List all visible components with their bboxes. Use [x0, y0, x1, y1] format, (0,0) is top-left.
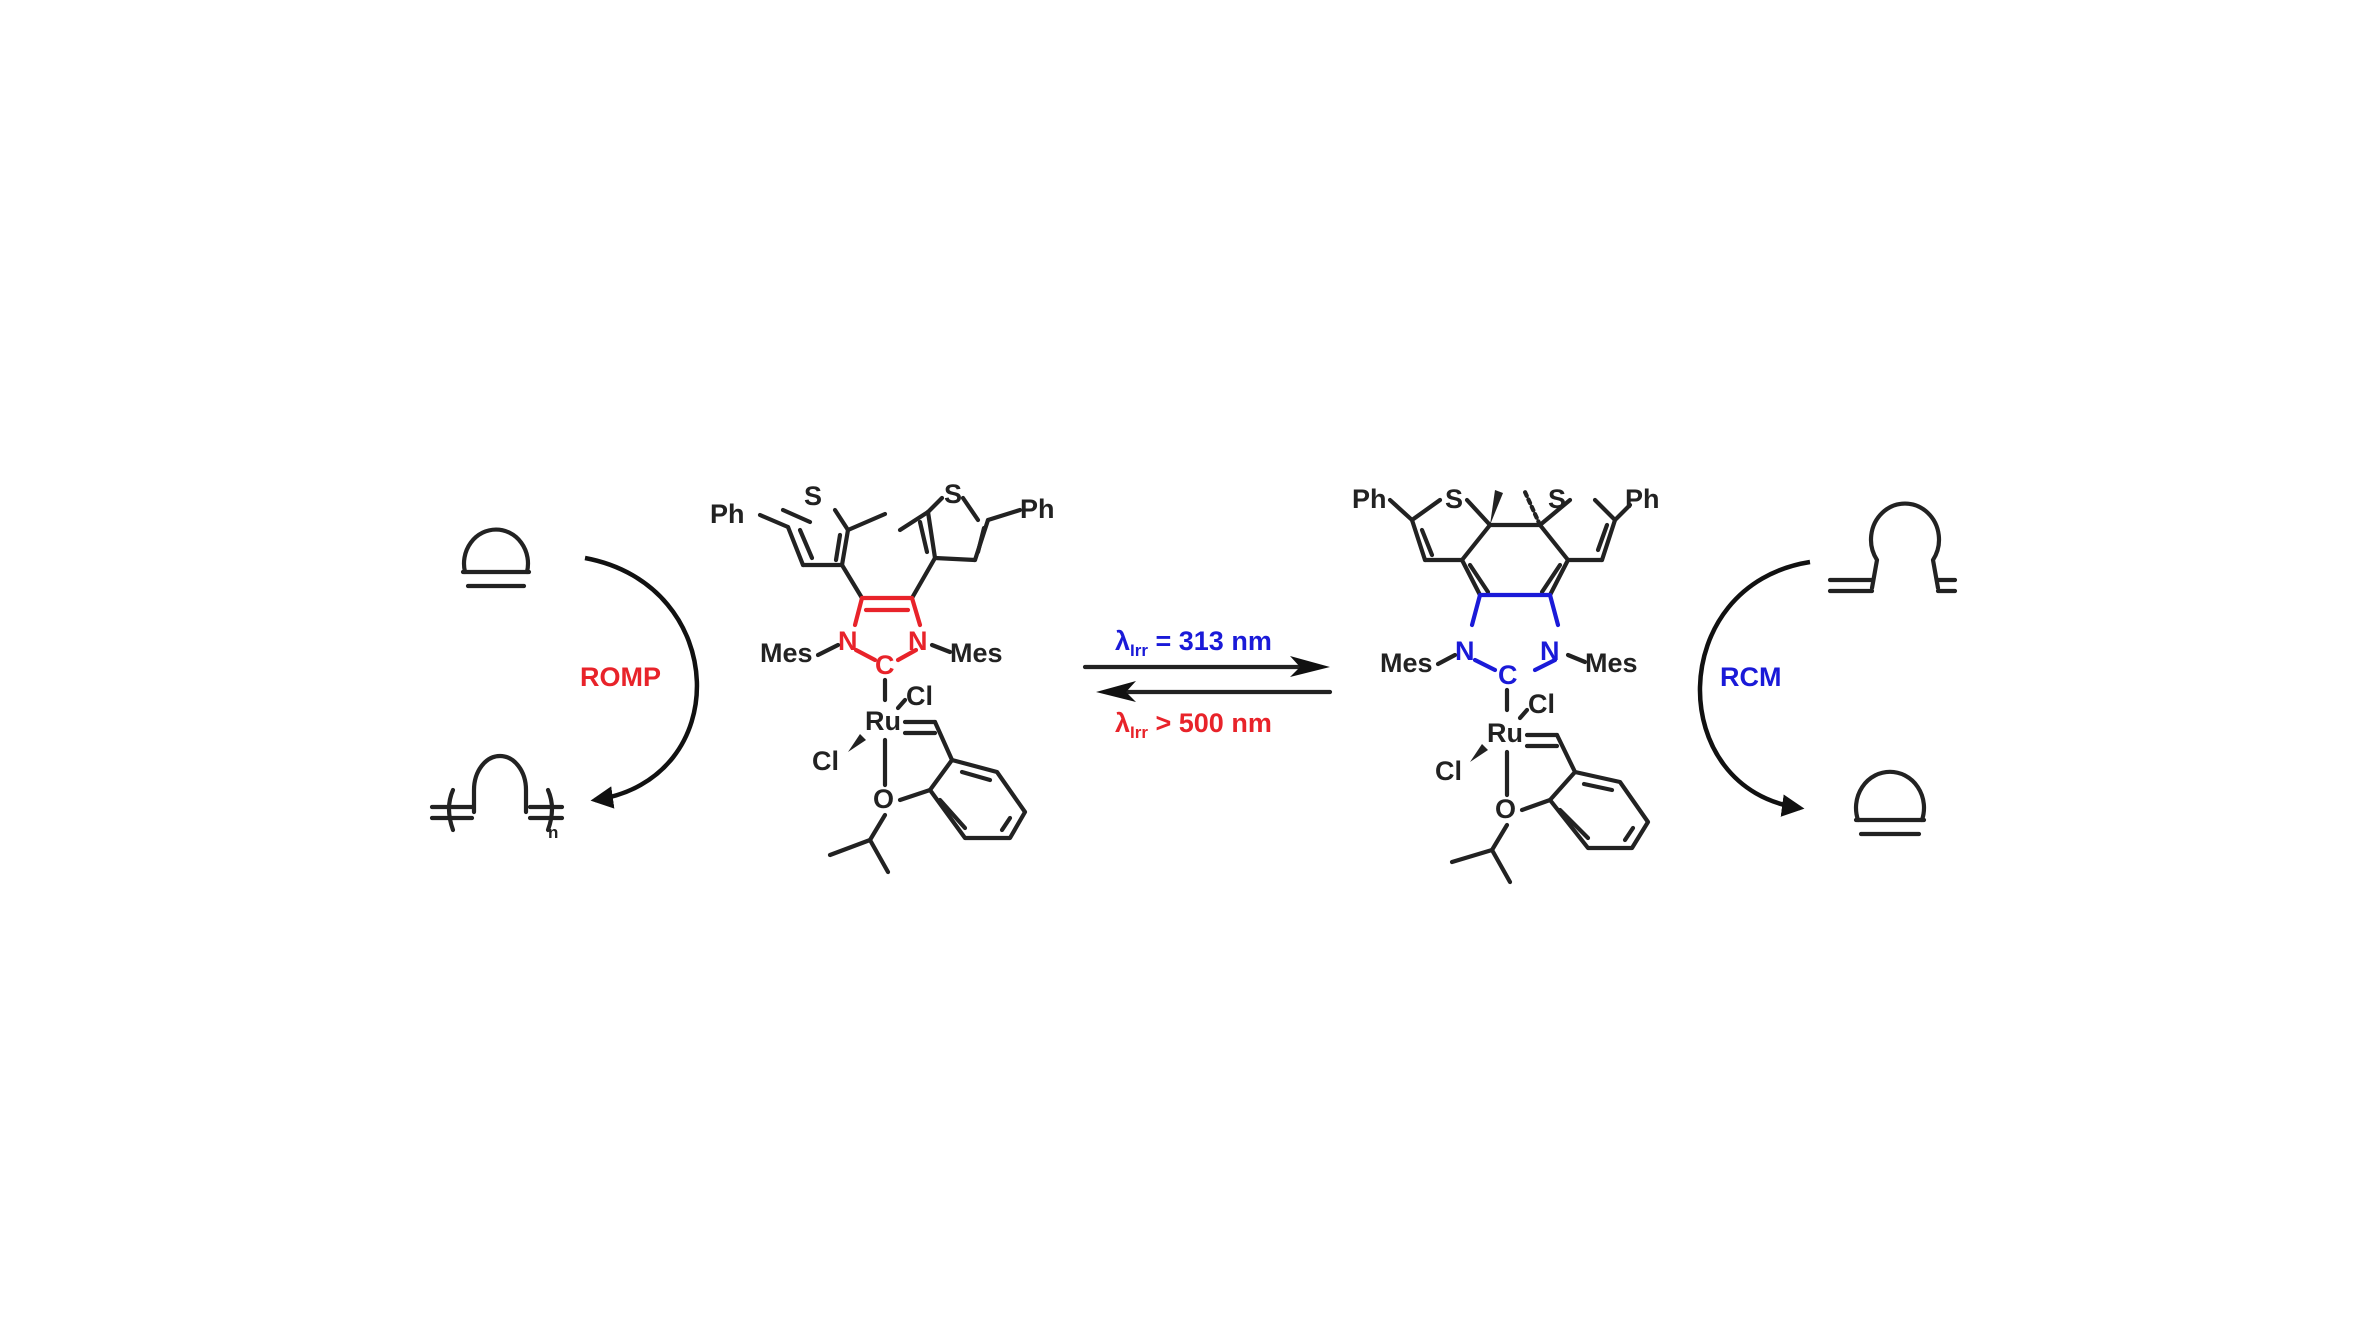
open-carbene-c: C	[875, 650, 895, 680]
open-mes-left: Mes	[760, 638, 813, 668]
closed-form-complex: Ph S S Ph N	[1352, 484, 1660, 885]
open-cl-bottom: Cl	[812, 746, 839, 776]
left-thiophene: S Ph	[710, 481, 888, 568]
closed-carbene-c: C	[1498, 660, 1518, 690]
closed-carbene-ring: N N C	[1455, 592, 1561, 690]
cyclic-olefin-monomer	[460, 527, 532, 589]
closed-ru: Ru	[1487, 718, 1523, 748]
rcm-label: RCM	[1720, 662, 1782, 692]
closed-cl-top: Cl	[1528, 689, 1555, 719]
open-carbene-ring: N N C	[838, 595, 928, 680]
closed-cl-bottom: Cl	[1435, 756, 1462, 786]
reverse-condition: λIrr > 500 nm	[1115, 708, 1272, 742]
closed-mes-left: Mes	[1380, 648, 1433, 678]
forward-condition: λIrr = 313 nm	[1115, 626, 1272, 660]
open-ph-left: Ph	[710, 499, 745, 529]
rcm-cycle: RCM	[1697, 501, 1958, 837]
closed-ph-left: Ph	[1352, 484, 1387, 514]
romp-polymer: n	[429, 753, 565, 842]
closed-ph-right: Ph	[1625, 484, 1660, 514]
open-n-right: N	[908, 626, 928, 656]
open-s-right: S	[944, 479, 962, 509]
romp-curved-arrow	[584, 555, 700, 809]
open-mes-right: Mes	[950, 638, 1003, 668]
closed-mes-right: Mes	[1585, 648, 1638, 678]
romp-cycle: ROMP n	[429, 527, 700, 842]
open-ph-right: Ph	[1020, 494, 1055, 524]
open-s-left: S	[804, 481, 822, 511]
rcm-curved-arrow	[1697, 559, 1811, 817]
open-n-left: N	[838, 626, 858, 656]
polymer-subscript-n: n	[548, 823, 558, 842]
closed-n-right: N	[1540, 636, 1560, 666]
closed-s-left: S	[1445, 484, 1463, 514]
equilibrium-arrows: λIrr = 313 nm λIrr > 500 nm	[1082, 626, 1333, 742]
romp-label: ROMP	[580, 662, 661, 692]
cyclic-olefin-product	[1853, 769, 1927, 837]
closed-oxygen: O	[1495, 794, 1516, 824]
right-thiophene: S Ph	[897, 479, 1055, 563]
open-oxygen: O	[873, 784, 894, 814]
open-cl-top: Cl	[906, 681, 933, 711]
open-ru: Ru	[865, 706, 901, 736]
diene-substrate	[1827, 501, 1958, 594]
open-form-complex: S Ph S Ph N N	[710, 479, 1055, 875]
closed-n-left: N	[1455, 636, 1475, 666]
